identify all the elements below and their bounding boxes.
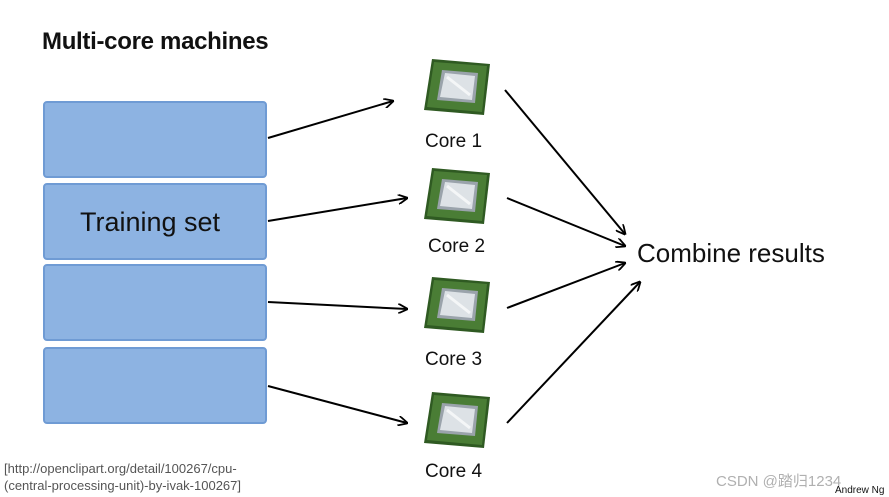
arrow-combine-2: [506, 197, 625, 246]
cpu-chip-icon: [420, 273, 496, 337]
cpu-chip-icon: [420, 55, 496, 119]
citation-line-1: [http://openclipart.org/detail/100267/cp…: [4, 461, 237, 476]
slide-title: Multi-core machines: [42, 28, 269, 55]
arrow-split-4: [267, 385, 407, 423]
arrow-split-1: [267, 101, 393, 139]
watermark: CSDN @踏归1234: [716, 473, 842, 490]
arrow-split-3: [267, 301, 407, 309]
core-label-4: Core 4: [425, 461, 483, 482]
arrow-combine-3: [506, 263, 625, 309]
combine-results-label: Combine results: [637, 238, 825, 268]
core-label-3: Core 3: [425, 349, 483, 370]
training-set-label: Training set: [80, 207, 221, 237]
cpu-chip-icon: [420, 164, 496, 228]
arrow-split-2: [267, 198, 407, 222]
core-label-2: Core 2: [428, 236, 486, 257]
arrow-combine-1: [504, 89, 625, 234]
author-credit: Andrew Ng: [835, 485, 885, 496]
core-label-1: Core 1: [425, 131, 483, 152]
citation-line-2: (central-processing-unit)-by-ivak-100267…: [4, 478, 241, 493]
training-block-2: [43, 183, 267, 260]
training-block-3: [43, 264, 267, 341]
arrow-combine-4: [506, 282, 640, 424]
training-block-1: [43, 101, 267, 178]
image-citation: [http://openclipart.org/detail/100267/cp…: [4, 460, 279, 494]
training-block-4: [43, 347, 267, 424]
cpu-chip-icon: [420, 388, 496, 452]
